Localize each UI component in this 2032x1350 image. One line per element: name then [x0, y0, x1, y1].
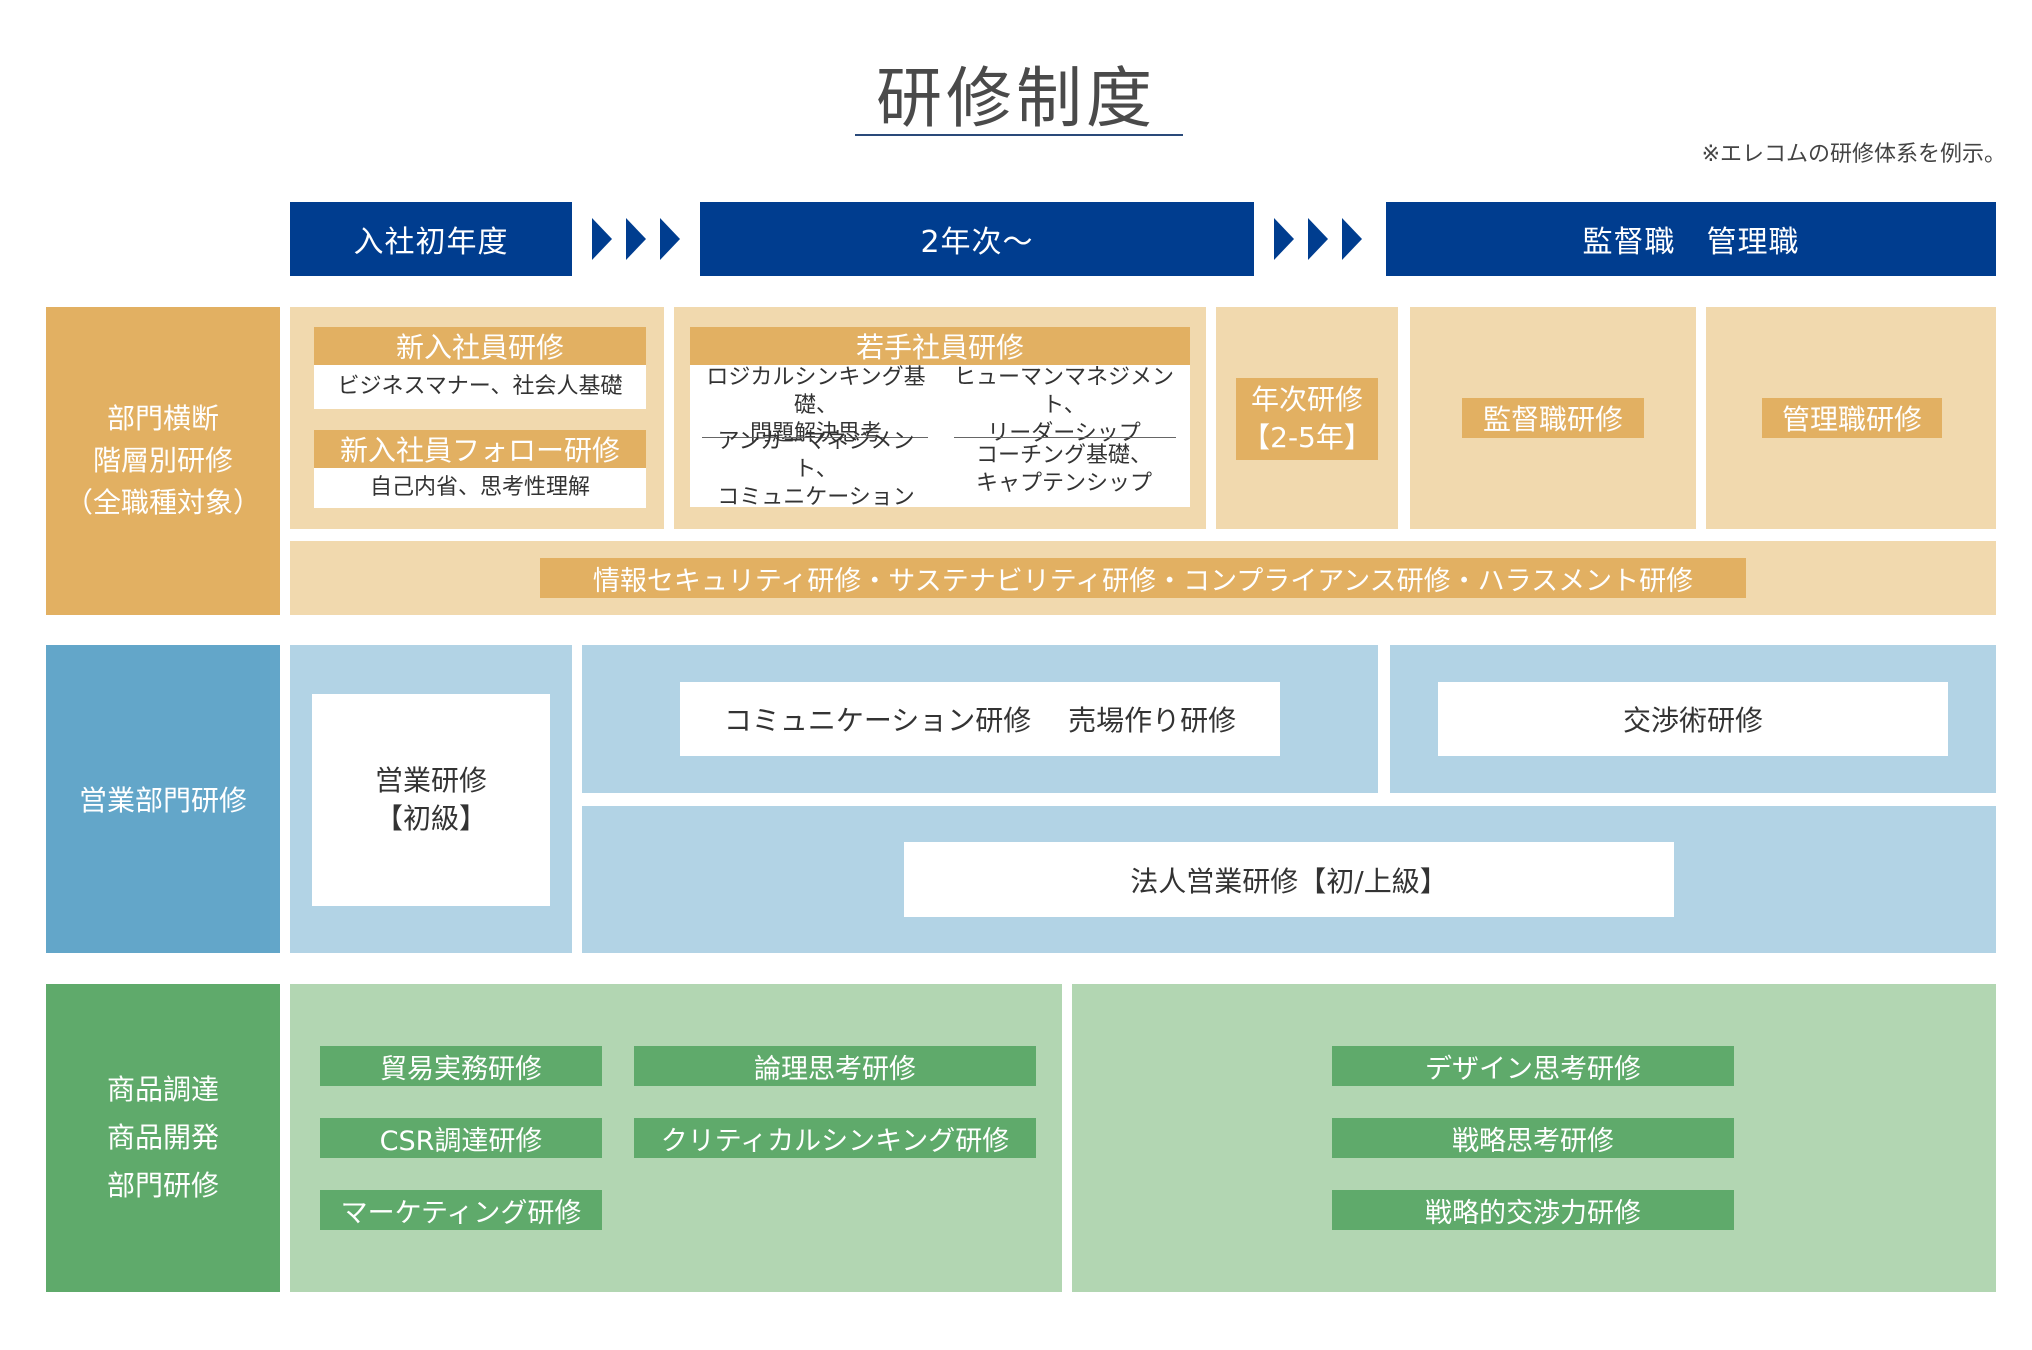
young-employee-title: 若手社員研修: [690, 327, 1190, 365]
young-item-line: ロジカルシンキング基礎、: [706, 365, 926, 418]
product-course-tag: CSR調達研修: [320, 1118, 602, 1158]
note-text: ※エレコムの研修体系を例示。: [1701, 142, 2006, 167]
new-hire-desc: ビジネスマナー、社会人基礎: [314, 365, 646, 409]
new-hire-follow-title: 新入社員フォロー研修: [314, 430, 646, 468]
young-item-line: ヒューマンマネジメント、: [953, 365, 1174, 418]
product-course-tag: 戦略思考研修: [1332, 1118, 1734, 1158]
product-course-tag: 論理思考研修: [634, 1046, 1036, 1086]
row-label-line: （全職種対象）: [64, 486, 261, 519]
title-underline: [855, 134, 1183, 136]
sales-comm-box: コミュニケーション研修 売場作り研修: [680, 682, 1280, 756]
new-hire-title: 新入社員研修: [314, 327, 646, 365]
row-label-sales: 営業部門研修: [46, 645, 280, 953]
row-label-cross-dept: 部門横断 階層別研修 （全職種対象）: [46, 307, 280, 615]
young-item-line: アンガーマネジメント、: [717, 429, 915, 482]
young-employee-body: [690, 365, 1190, 507]
product-course-tag: デザイン思考研修: [1332, 1046, 1734, 1086]
row-label-line: 階層別研修: [92, 444, 233, 477]
young-item-line: リーダーシップ: [987, 421, 1141, 446]
new-hire-follow-desc: 自己内省、思考性理解: [314, 468, 646, 508]
row-label-line: 商品調達: [106, 1073, 219, 1106]
chevron-right-icon: [592, 218, 612, 260]
manager-tag: 管理職研修: [1762, 398, 1942, 438]
annual-tag: 年次研修 【2-5年】: [1236, 378, 1378, 460]
row-label-line: 部門横断: [106, 402, 219, 435]
young-item: ロジカルシンキング基礎、 問題解決思考: [698, 365, 934, 446]
phase-management: 監督職 管理職: [1386, 202, 1996, 276]
chevron-right-icon: [1308, 218, 1328, 260]
annual-tag-line: 年次研修: [1250, 383, 1363, 416]
sales-corporate-box: 法人営業研修【初/上級】: [904, 842, 1674, 917]
row-label-product: 商品調達 商品開発 部門研修: [46, 984, 280, 1292]
young-item-line: キャプテンシップ: [975, 471, 1152, 496]
chevron-right-icon: [626, 218, 646, 260]
chevron-right-icon: [1342, 218, 1362, 260]
sales-basic-line: 営業研修: [374, 764, 487, 797]
product-course-tag: 戦略的交渉力研修: [1332, 1190, 1734, 1230]
young-item-line: コーチング基礎、: [975, 443, 1152, 468]
young-item-line: 問題解決思考: [749, 421, 882, 446]
annual-tag-line: 【2-5年】: [1242, 421, 1372, 454]
product-course-tag: マーケティング研修: [320, 1190, 602, 1230]
young-item: コーチング基礎、 キャプテンシップ: [946, 442, 1182, 498]
phase-second-year: 2年次～: [700, 202, 1254, 276]
compliance-tag: 情報セキュリティ研修・サステナビリティ研修・コンプライアンス研修・ハラスメント研…: [540, 558, 1746, 598]
chevron-right-icon: [1274, 218, 1294, 260]
sales-basic-line: 【初級】: [374, 802, 487, 835]
divider: [702, 437, 928, 438]
row-label-line: 部門研修: [106, 1169, 219, 1202]
product-course-tag: クリティカルシンキング研修: [634, 1118, 1036, 1158]
young-item: ヒューマンマネジメント、 リーダーシップ: [946, 365, 1182, 446]
young-item: アンガーマネジメント、 コミュニケーション: [698, 429, 934, 510]
product-course-tag: 貿易実務研修: [320, 1046, 602, 1086]
divider: [954, 437, 1176, 438]
sales-basic-box: 営業研修 【初級】: [312, 694, 550, 906]
chevron-right-icon: [660, 218, 680, 260]
phase-first-year: 入社初年度: [290, 202, 572, 276]
sales-negotiation-box: 交渉術研修: [1438, 682, 1948, 756]
young-item-line: コミュニケーション: [717, 485, 915, 510]
page-title: 研修制度: [876, 60, 1156, 137]
supervisor-tag: 監督職研修: [1462, 398, 1644, 438]
row-label-line: 商品開発: [106, 1121, 219, 1154]
